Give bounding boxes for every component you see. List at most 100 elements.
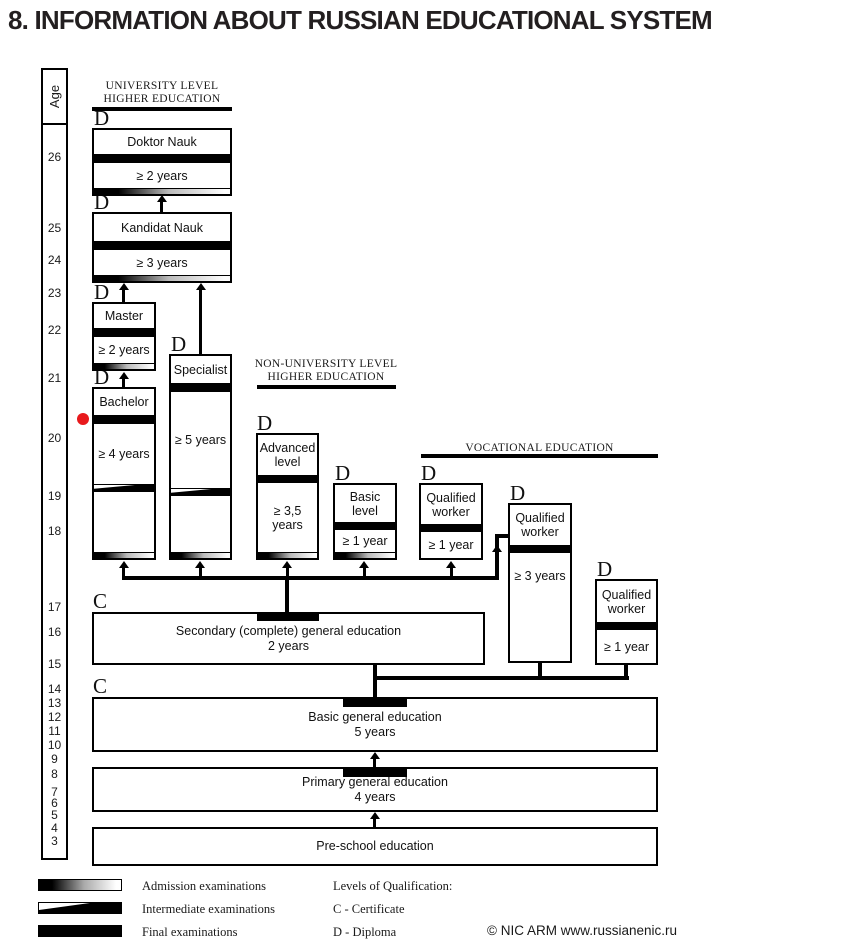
box-title: Doktor Nauk — [127, 135, 197, 149]
diploma-mark: D — [94, 365, 110, 389]
age-tick: 11 — [48, 724, 61, 738]
box-title: Bachelor — [99, 395, 149, 409]
box-title: Specialist — [173, 362, 228, 377]
arrow-bachelor-to-master — [119, 372, 129, 379]
intermediate-exam-bar — [94, 484, 154, 492]
arrow-to-qualified-worker-1 — [446, 561, 456, 568]
age-tick: 16 — [47, 625, 62, 639]
connector-line — [122, 290, 125, 302]
connector-line — [286, 568, 289, 576]
age-tick: 26 — [47, 150, 62, 164]
university-level-rule — [92, 107, 232, 111]
diploma-mark: D — [257, 411, 273, 435]
arrow-primary-to-basic — [370, 752, 380, 759]
age-axis-scale-box — [41, 123, 68, 860]
diploma-mark: D — [94, 106, 110, 130]
diploma-mark: D — [94, 190, 110, 214]
primary-general-education-box: Primary general education 4 years — [92, 767, 658, 812]
box-duration: ≥ 1 year — [428, 538, 474, 552]
admission-exam-bar — [94, 363, 154, 369]
admission-exam-swatch — [38, 879, 122, 891]
age-tick: 7 — [51, 785, 58, 799]
connector-secondary-up — [285, 580, 289, 612]
admission-exam-bar — [171, 552, 230, 558]
diploma-mark: D — [335, 461, 351, 485]
age-tick: 23 — [47, 286, 62, 300]
admission-exam-bar — [94, 552, 154, 558]
final-exam-bar — [335, 522, 395, 530]
age-tick: 20 — [47, 431, 62, 445]
box-title: Secondary (complete) general education — [175, 623, 402, 638]
arrow-kandidat-to-doktor — [157, 195, 167, 202]
arrow-specialist-to-kandidat — [196, 283, 206, 290]
age-tick: 18 — [47, 524, 62, 538]
final-exam-bar — [94, 415, 154, 424]
age-tick: 12 — [47, 710, 62, 724]
box-duration: ≥ 4 years — [98, 447, 150, 461]
qualification-heading: Levels of Qualification: — [333, 879, 453, 893]
admission-exam-bar — [94, 275, 230, 281]
box-duration: 4 years — [354, 789, 396, 804]
box-title: Master — [104, 309, 144, 323]
connector-line — [199, 568, 202, 576]
specialist-box: Specialist ≥ 5 years — [169, 354, 232, 560]
box-duration: ≥ 5 years — [174, 433, 227, 447]
certificate-legend: C - Certificate — [333, 902, 405, 916]
arrow-to-qualified-worker-2 — [492, 545, 502, 552]
diploma-legend: D - Diploma — [333, 925, 397, 939]
age-tick: 10 — [47, 738, 62, 752]
age-tick: 5 — [51, 808, 58, 822]
diploma-mark: D — [510, 481, 526, 505]
connector-line — [122, 576, 499, 580]
final-exam-bar — [258, 475, 317, 483]
box-title: Pre-school education — [316, 839, 434, 853]
age-tick: 3 — [51, 834, 58, 848]
age-tick: 14 — [47, 682, 62, 696]
age-tick: 19 — [47, 489, 62, 503]
admission-exam-bar — [335, 552, 395, 558]
connector-stub-qw2 — [495, 534, 510, 538]
box-duration: ≥ 3 years — [514, 569, 566, 583]
qualified-worker-box-1: Qualified worker ≥ 1 year — [419, 483, 483, 560]
box-title: Basic general education — [308, 709, 442, 724]
connector-line — [199, 290, 202, 354]
box-duration: ≥ 1 year — [342, 534, 388, 548]
intermediate-exam-bar — [171, 488, 230, 496]
age-tick: 13 — [47, 696, 62, 710]
arrow-to-bachelor — [119, 561, 129, 568]
final-exam-bar — [94, 154, 230, 163]
diploma-mark: D — [421, 461, 437, 485]
connector-qw2-down — [538, 661, 542, 680]
kandidat-nauk-box: Kandidat Nauk ≥ 3 years — [92, 212, 232, 283]
arrow-to-basic-level — [359, 561, 369, 568]
arrow-to-specialist — [195, 561, 205, 568]
age-tick: 25 — [47, 221, 62, 235]
admission-exam-bar — [258, 552, 317, 558]
final-exam-bar — [421, 524, 481, 532]
connector-line — [373, 819, 376, 827]
final-exam-bar — [597, 622, 656, 630]
final-exam-bar — [94, 328, 154, 337]
final-exam-bar — [510, 545, 570, 553]
legend-admission-label: Admission examinations — [142, 879, 266, 893]
age-tick: 9 — [51, 752, 58, 766]
copyright-text: © NIC ARM www.russianenic.ru — [487, 923, 677, 938]
box-duration: ≥ 2 years — [98, 343, 150, 357]
box-duration: ≥ 3 years — [136, 255, 188, 270]
bachelor-box: Bachelor ≥ 4 years — [92, 387, 156, 560]
box-duration: 2 years — [268, 638, 309, 653]
final-exam-swatch — [38, 925, 122, 937]
red-dot-marker — [77, 413, 89, 425]
qualified-worker-box-3: Qualified worker ≥ 1 year — [595, 579, 658, 665]
qualified-worker-box-2: Qualified worker ≥ 3 years — [508, 503, 572, 663]
arrow-preschool-to-primary — [370, 812, 380, 819]
final-exam-bar — [343, 769, 407, 777]
non-university-level-header: NON-UNIVERSITY LEVEL HIGHER EDUCATION — [254, 358, 398, 383]
vocational-education-header: VOCATIONAL EDUCATION — [465, 442, 614, 454]
master-box: Master ≥ 2 years — [92, 302, 156, 371]
age-tick: 24 — [47, 253, 62, 267]
basic-level-box: Basic level ≥ 1 year — [333, 483, 397, 560]
age-tick: 4 — [51, 821, 58, 835]
box-title: Basic level — [349, 489, 381, 518]
